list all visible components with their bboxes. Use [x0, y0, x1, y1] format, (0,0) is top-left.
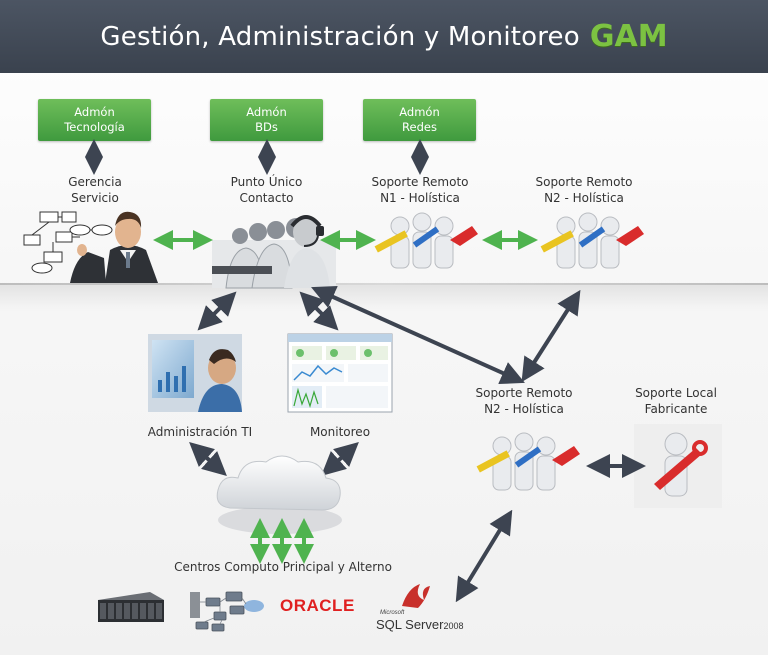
soporte-n1-team-icon	[374, 212, 478, 269]
oracle-logo: ORACLE	[280, 596, 355, 615]
soporte-n2-mid-team-icon	[476, 432, 580, 491]
admin-box-bds: Admón BDs	[210, 99, 323, 141]
soporte-local-icon	[634, 424, 722, 508]
cloud-icon	[216, 455, 342, 534]
soporte-n2-top-team-icon	[540, 212, 644, 269]
label-administracion-ti: Administración TI	[147, 425, 253, 439]
admin-box-line1: Admón	[246, 105, 287, 119]
administracion-ti-picture	[148, 334, 242, 412]
arrow-punto-soporte-n2	[311, 285, 525, 385]
admin-box-line1: Admón	[399, 105, 440, 119]
label-centros-computo: Centros Computo Principal y Alterno	[174, 560, 392, 574]
label-line: Gerencia	[68, 175, 122, 189]
sqlserver-emblem-icon	[402, 584, 430, 608]
label-line: Soporte Remoto	[371, 175, 469, 189]
header-banner	[0, 0, 768, 73]
arrow-n2-sqlserver	[455, 509, 513, 603]
label-line: Soporte Local	[635, 386, 717, 400]
label-soporte-local: Soporte Local Fabricante	[620, 385, 732, 417]
arrow-admin-ti-cloud	[189, 441, 227, 477]
label-punto-unico: Punto Único Contacto	[210, 174, 323, 206]
label-line: Servicio	[71, 191, 119, 205]
sqlserver-year: 2008	[443, 621, 464, 631]
network-devices-icon	[190, 591, 264, 632]
label-line: Fabricante	[644, 402, 708, 416]
admin-box-redes: Admón Redes	[363, 99, 476, 141]
admin-box-line2: Tecnología	[64, 120, 125, 134]
arrow-n2-top-n2-mid	[521, 289, 581, 383]
admin-box-line1: Admón	[74, 105, 115, 119]
label-line: N1 - Holística	[380, 191, 460, 205]
admin-box-line2: BDs	[255, 120, 278, 134]
label-line: Soporte Remoto	[535, 175, 633, 189]
microsoft-wordmark: Microsoft	[380, 610, 405, 616]
admin-box-line2: Redes	[402, 120, 437, 134]
gerencia-illustration	[23, 211, 158, 283]
floor-line	[0, 283, 768, 285]
brand-logo: GAM	[589, 19, 668, 54]
label-line: Soporte Remoto	[475, 386, 573, 400]
arrow-punto-monitoreo	[299, 291, 339, 331]
label-line: N2 - Holística	[484, 402, 564, 416]
sqlserver-name: SQL Server	[376, 617, 444, 632]
admin-box-tecnologia: Admón Tecnología	[38, 99, 151, 141]
label-line: N2 - Holística	[544, 191, 624, 205]
monitoreo-dashboard-picture	[287, 333, 393, 413]
label-gerencia-servicio: Gerencia Servicio	[40, 174, 150, 206]
sqlserver-logo: SQL Server2008	[376, 617, 463, 632]
header-title-row: Gestión, Administración y Monitoreo GAM	[0, 0, 768, 73]
page-title: Gestión, Administración y Monitoreo	[100, 21, 580, 52]
arrow-monitoreo-cloud	[321, 441, 359, 477]
punto-unico-illustration	[212, 215, 336, 289]
label-line: Punto Único	[230, 175, 303, 189]
server-rack-icon	[98, 592, 164, 622]
label-soporte-n2-mid: Soporte Remoto N2 - Holística	[462, 385, 586, 417]
label-monitoreo: Monitoreo	[309, 425, 371, 439]
label-line: Contacto	[239, 191, 294, 205]
label-soporte-n1: Soporte Remoto N1 - Holística	[358, 174, 482, 206]
label-soporte-n2-top: Soporte Remoto N2 - Holística	[522, 174, 646, 206]
arrow-punto-admin-ti	[197, 291, 237, 331]
